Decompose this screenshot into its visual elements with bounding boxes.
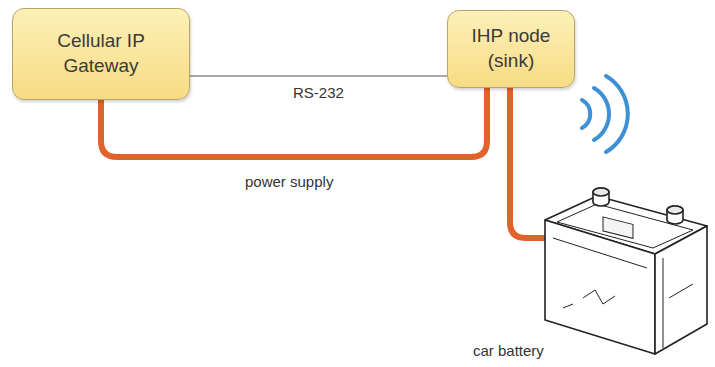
edge-label: power supply bbox=[242, 173, 336, 190]
battery-cable bbox=[510, 88, 547, 238]
sink-node-box: IHP node (sink) bbox=[447, 10, 575, 88]
wireless-waves bbox=[560, 70, 650, 160]
battery-label: car battery bbox=[473, 342, 544, 359]
battery-node: car battery bbox=[543, 178, 708, 360]
gateway-box: Cellular IP Gateway bbox=[12, 8, 190, 100]
battery-illustration bbox=[543, 178, 711, 362]
serial-line bbox=[190, 75, 447, 76]
node-text: Cellular IP Gateway bbox=[42, 29, 160, 78]
edge-label: RS-232 bbox=[290, 84, 347, 101]
node-text: IHP node (sink) bbox=[465, 24, 557, 73]
